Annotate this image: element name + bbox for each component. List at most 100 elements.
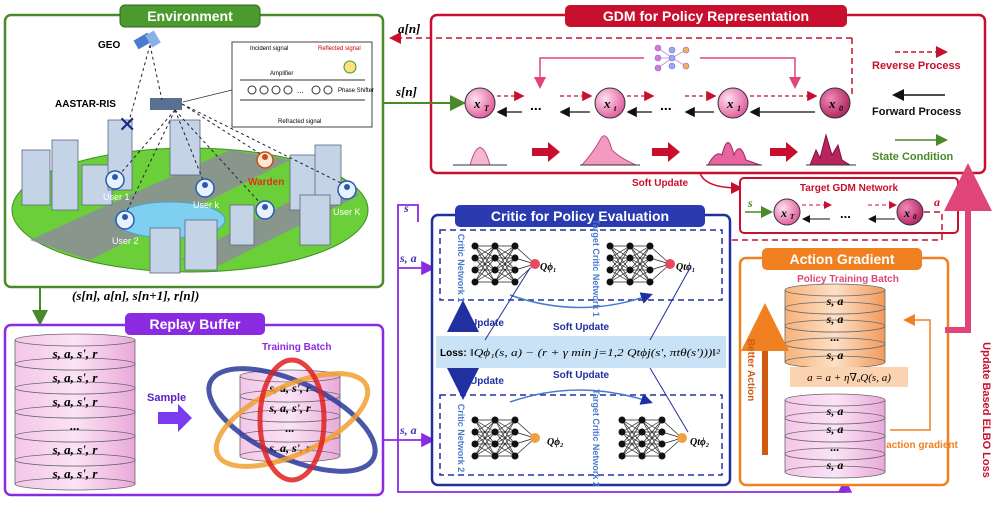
distribution-plots — [453, 133, 856, 166]
critic-soft-update-bottom: Soft Update — [553, 370, 610, 381]
critic-input-s-label: s — [403, 201, 409, 215]
critic-net1-label: Critic Network 1 — [456, 234, 466, 303]
critic-input-sa-bottom: s, a — [399, 423, 417, 437]
policy-batch-top-row-text: s, a — [826, 312, 844, 326]
gdm-title: GDM for Policy Representation — [603, 8, 809, 24]
node-x0-label: x — [828, 96, 836, 111]
critic-update-bottom: Update — [470, 376, 504, 387]
user-1-avatar — [105, 170, 125, 190]
users-group: User 1 User k User 2 User K — [103, 151, 361, 246]
target-critic-net1-label: Target Critic Network 1 — [591, 219, 601, 317]
q1-label: Qϕ₁ — [540, 262, 557, 273]
policy-batch-top-row-text: s, a — [826, 348, 844, 362]
user-2-label: User 2 — [112, 236, 139, 246]
phase-shifter-icon — [343, 60, 357, 74]
sample-label: Sample — [147, 392, 186, 404]
user-2-avatar — [115, 210, 135, 230]
critic-top-group — [439, 229, 723, 301]
gdm-node-x1 — [717, 87, 749, 119]
node-x1-sub: 1 — [737, 104, 741, 113]
eavesdropper-avatar — [255, 200, 275, 220]
reflected-label: Reflected signal — [318, 46, 361, 52]
node-x0-sub: 0 — [839, 104, 843, 113]
incident-label: Incident signal — [250, 46, 288, 52]
legend-forward-label: Forward Process — [872, 106, 961, 118]
batch-row-text: ... — [286, 421, 295, 435]
geo-satellite-icon — [133, 30, 161, 50]
gdm-node-xt — [594, 87, 626, 119]
critic-panel: Critic for Policy Evaluation Critic Netw… — [430, 205, 732, 487]
buffer-row-text: s, a, s', r — [52, 466, 99, 481]
action-signal-label: a[n] — [398, 21, 420, 36]
denoiser-network-icon — [654, 44, 690, 72]
state-signal-label: s[n] — [395, 84, 417, 99]
buffer-row: s, a, s', r — [14, 333, 136, 371]
q2-label: Qϕ₂ — [547, 437, 564, 448]
buffer-row-text: ... — [70, 418, 80, 433]
node-xT-sub: T — [484, 104, 490, 113]
warden-label: Warden — [248, 177, 284, 188]
action-gradient-panel: Action Gradient Policy Training Batch s,… — [738, 248, 959, 487]
policy-batch-bottom-row-text: ... — [831, 440, 840, 454]
blocked-x-icon: ✕ — [118, 112, 136, 137]
critic-net1-icon — [471, 242, 540, 286]
ris-detail-panel: Incident signal Reflected signal Amplifi… — [231, 41, 374, 128]
critic-input-sa-top: s, a — [399, 251, 417, 265]
target-critic-net1-icon — [606, 242, 675, 286]
policy-batch-top-row-text: s, a — [826, 294, 844, 308]
warden-avatar — [256, 151, 274, 169]
critic-title: Critic for Policy Evaluation — [491, 208, 669, 224]
loss-label: Loss: — [440, 348, 467, 359]
target-gdm-title: Target GDM Network — [800, 183, 899, 194]
target-dots: ... — [840, 206, 851, 221]
target-node-x0 — [896, 198, 924, 226]
target-gdm-a-label: a — [934, 195, 940, 209]
panel-dots: ... — [297, 86, 304, 95]
buffer-row-text: s, a, s', r — [52, 442, 99, 457]
policy-batch-top-row-text: ... — [831, 330, 840, 344]
target-critic-net2-label: Target Critic Network 2 — [591, 389, 601, 487]
target-node-xT-label: x — [780, 206, 787, 220]
geo-label: GEO — [98, 40, 120, 51]
gdm-panel: GDM for Policy Representation a[n] s[n] … — [383, 5, 987, 194]
user-k-avatar — [195, 178, 215, 198]
transition-tuple-label: (s[n], a[n], s[n+1], r[n]) — [72, 288, 199, 303]
policy-batch-bottom-row: s, a — [784, 393, 886, 425]
legend-reverse-label: Reverse Process — [872, 60, 961, 72]
gdm-dots-2: ... — [660, 97, 672, 113]
gdm-dots-1: ... — [530, 97, 542, 113]
amplifier-label: Amplifier — [270, 71, 293, 77]
user-k-label: User k — [193, 200, 220, 210]
node-xt-label: x — [603, 96, 611, 111]
buffer-row-text: s, a, s', r — [52, 370, 99, 385]
target-critic-net2-icon — [618, 416, 687, 460]
buffer-stack: s, a, s', r s, a, s', r... s, a, s', r s, a… — [14, 333, 136, 491]
gdm-node-x0 — [819, 87, 851, 119]
elbo-update-arrow — [944, 163, 992, 333]
critic-net2-label: Critic Network 2 — [456, 404, 466, 473]
gdm-node-xT — [464, 87, 496, 119]
critic-soft-update-top: Soft Update — [553, 322, 610, 333]
tq2-label: Qtϕ₂ — [690, 437, 709, 448]
tq1-label: Qtϕ₁ — [676, 262, 695, 273]
user-big-k-label: User K — [333, 207, 361, 217]
policy-batch-bottom-row-text: s, a — [826, 458, 844, 472]
target-node-xT — [773, 198, 801, 226]
user-big-k-avatar — [337, 180, 357, 200]
elbo-loss-label: Update Based ELBO Loss — [980, 342, 992, 478]
environment-panel: Environment GEO AASTAR-RIS ✕ — [3, 4, 385, 289]
buffer-row-text: s, a, s', r — [52, 346, 99, 361]
action-gradient-label: action gradient — [886, 440, 958, 451]
action-update-formula-box — [790, 367, 908, 387]
policy-batch-title: Policy Training Batch — [797, 274, 899, 285]
critic-bottom-group — [439, 394, 723, 476]
phase-label: Phase Shifter — [338, 88, 374, 94]
node-x1-label: x — [726, 96, 734, 111]
ris-icon — [150, 98, 182, 110]
critic-update-top: Update — [470, 318, 504, 329]
batch-row-text: s, a, s', r — [268, 401, 311, 415]
flow-arrows — [532, 142, 798, 162]
policy-batch-top-row: s, a — [784, 283, 886, 315]
